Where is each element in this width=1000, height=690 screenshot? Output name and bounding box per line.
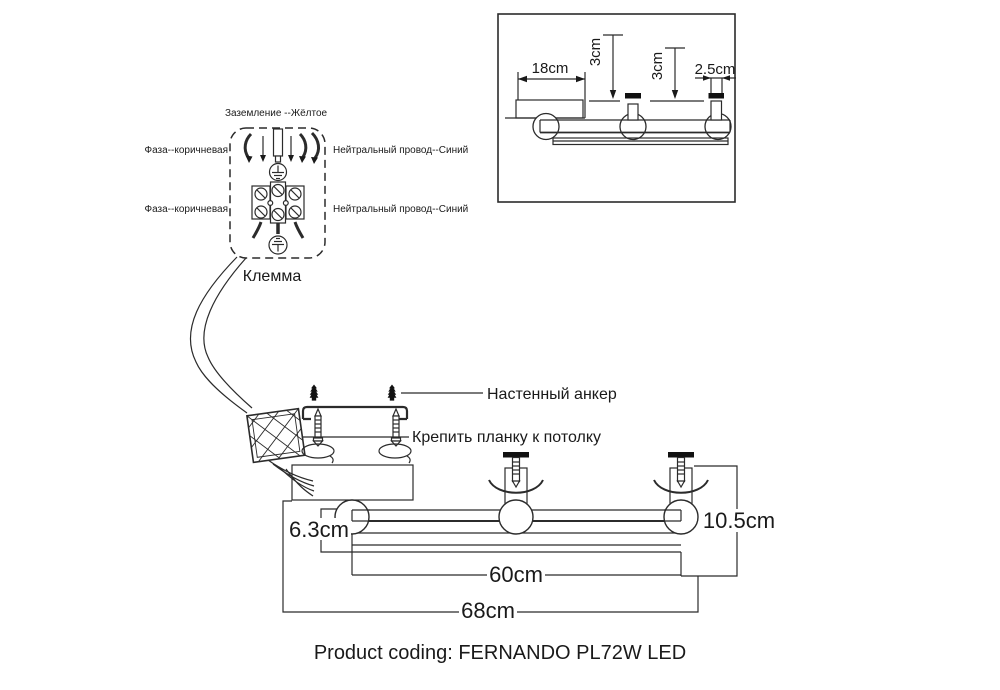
wall-anchor-icon-left <box>309 384 319 401</box>
ground-symbol-bottom <box>268 235 288 255</box>
dim-inner-width: 60cm <box>489 562 543 587</box>
ground-wire-label: Заземление --Жёлтое <box>225 108 328 119</box>
inset-sphere-left <box>532 112 560 141</box>
ceiling-hole-left <box>301 443 335 459</box>
neutral-label-top: Нейтральный провод--Синий <box>333 145 468 156</box>
screw-cap-right <box>668 452 694 458</box>
inset-side-view-panel: 18cm 3cm 3cm 2.5cm <box>497 13 736 203</box>
neutral-label-bottom: Нейтральный провод--Синий <box>333 204 468 215</box>
plank-screw-right <box>390 407 402 447</box>
anchor-label: Настенный анкер <box>487 386 617 403</box>
lamp-right <box>653 452 709 509</box>
fixture-front-view: 6.3cm 10.5cm 60cm 68cm <box>282 452 775 623</box>
terminal-wiring-diagram: Заземление --Жёлтое Фаза--коричневая Фаз… <box>144 108 468 285</box>
plank-screw-left <box>312 407 324 447</box>
ceiling-hole-right <box>378 443 412 459</box>
dim-total-width: 68cm <box>461 598 515 623</box>
phase-label-top: Фаза--коричневая <box>144 145 228 156</box>
inset-dim-3cm-right: 3cm <box>649 52 666 80</box>
dim-total-height: 10.5cm <box>703 508 775 533</box>
ground-wire <box>272 128 284 157</box>
terminal-strip <box>251 181 305 224</box>
sphere-middle <box>498 499 534 535</box>
ground-symbol-top <box>268 162 288 182</box>
phase-label-bottom: Фаза--коричневая <box>144 204 228 215</box>
inset-dim-2-5cm: 2.5cm <box>695 61 736 78</box>
product-code-label: Product coding: FERNANDO PL72W LED <box>314 642 686 664</box>
plank-label: Крепить планку к потолку <box>412 429 601 446</box>
inset-border <box>497 13 736 203</box>
terminal-enclosure <box>229 127 326 259</box>
canopy-box <box>246 407 315 497</box>
terminal-title: Клемма <box>243 268 302 285</box>
mounting-plank <box>301 405 409 421</box>
wall-anchor-icon-right <box>387 384 397 401</box>
dim-body-height: 6.3cm <box>289 517 349 542</box>
screw-cap-middle <box>503 452 529 458</box>
inset-dim-18cm: 18cm <box>532 60 569 77</box>
inset-post-cap-right <box>708 93 724 99</box>
supply-cable <box>189 256 253 414</box>
inset-dim-3cm-left: 3cm <box>587 38 604 66</box>
inset-post-cap-middle <box>625 93 641 99</box>
lamp-middle <box>488 452 544 509</box>
mounting-hardware: Настенный анкер Крепить планку к потолку <box>301 384 617 464</box>
